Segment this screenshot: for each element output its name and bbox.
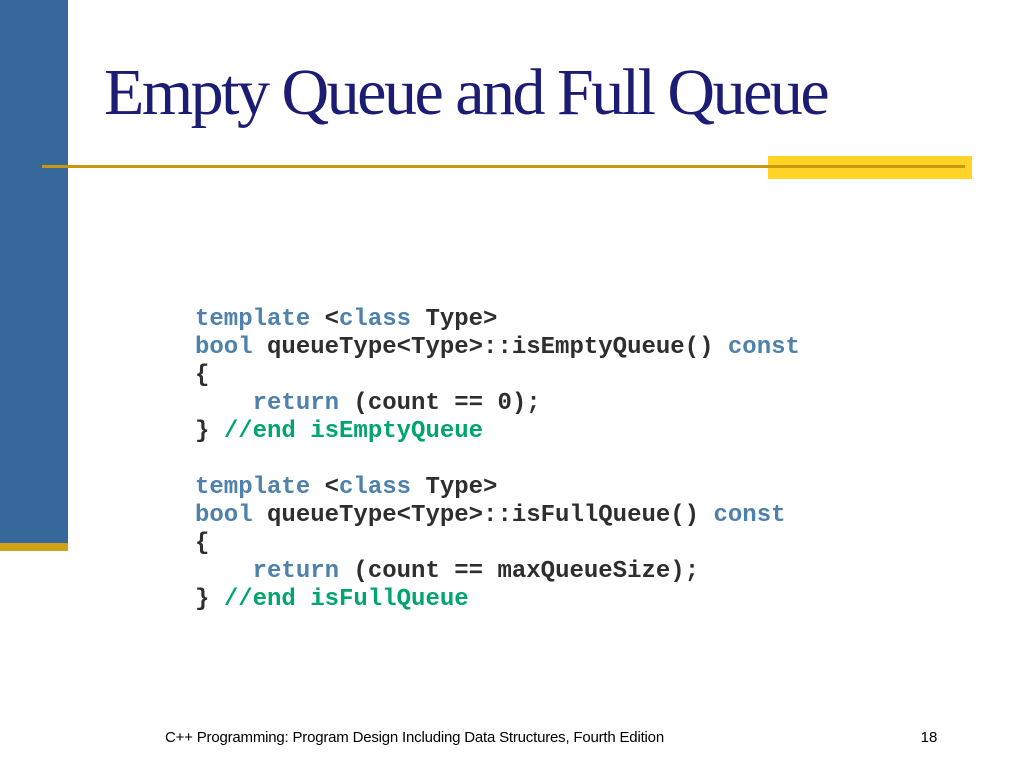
code-token: queueType<Type>::isEmptyQueue() <box>252 334 728 361</box>
code-line: bool queueType<Type>::isFullQueue() cons… <box>195 502 800 530</box>
sidebar-accent-bar <box>0 0 68 543</box>
code-token: < <box>324 474 340 501</box>
code-token: //end isFullQueue <box>223 586 469 613</box>
code-block: template <class Type>bool queueType<Type… <box>195 306 800 614</box>
code-line <box>195 446 800 474</box>
code-line: } //end isFullQueue <box>195 586 800 614</box>
code-token: (count == maxQueueSize); <box>339 558 700 585</box>
code-token: } <box>195 418 224 445</box>
page-number: 18 <box>920 729 938 746</box>
code-token: queueType<Type>::isFullQueue() <box>252 502 714 529</box>
code-token: class <box>339 306 412 333</box>
code-token: return <box>252 558 340 585</box>
code-line: } //end isEmptyQueue <box>195 418 800 446</box>
page-title: Empty Queue and Full Queue <box>104 56 830 129</box>
code-line: template <class Type> <box>195 474 800 502</box>
code-line: { <box>195 362 800 390</box>
code-token <box>195 558 253 585</box>
code-line: bool queueType<Type>::isEmptyQueue() con… <box>195 334 800 362</box>
code-line: { <box>195 530 800 558</box>
code-token: Type> <box>411 306 498 333</box>
code-token: bool <box>195 502 253 529</box>
code-token: < <box>324 306 340 333</box>
code-token: return <box>252 390 340 417</box>
code-token: bool <box>195 334 253 361</box>
code-token: Type> <box>411 474 498 501</box>
code-token: { <box>195 530 210 557</box>
code-token: { <box>195 362 210 389</box>
title-underline-rule <box>42 165 965 168</box>
footer-text: C++ Programming: Program Design Includin… <box>165 729 664 746</box>
code-line: return (count == maxQueueSize); <box>195 558 800 586</box>
code-token: } <box>195 586 224 613</box>
code-token: template <box>195 306 325 333</box>
code-token: template <box>195 474 325 501</box>
code-token: (count == 0); <box>339 390 541 417</box>
code-token: const <box>713 502 786 529</box>
code-token <box>195 390 253 417</box>
code-token: //end isEmptyQueue <box>223 418 484 445</box>
code-token: class <box>339 474 412 501</box>
code-line: template <class Type> <box>195 306 800 334</box>
code-line: return (count == 0); <box>195 390 800 418</box>
sidebar-gold-bar <box>0 543 68 551</box>
code-token: const <box>727 334 800 361</box>
